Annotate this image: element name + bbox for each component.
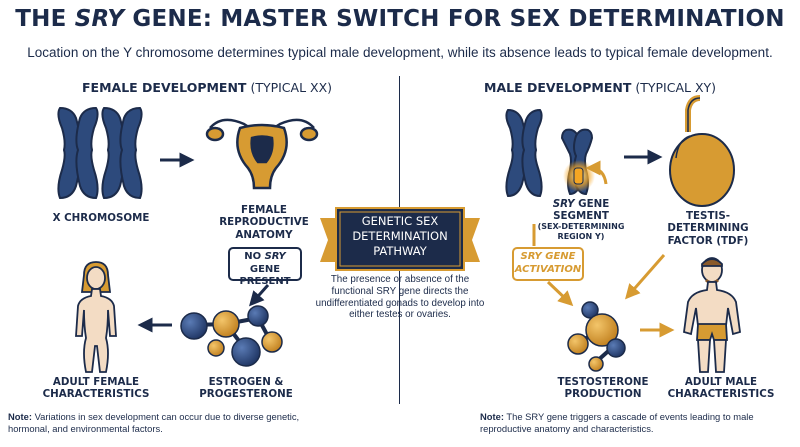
pathway-banner [320, 207, 480, 271]
x-chromosome-label: X CHROMOSOME [52, 212, 150, 224]
female-header: FEMALE DEVELOPMENT (TYPICAL XX) [82, 80, 333, 95]
hormone-molecule-icon [180, 305, 283, 367]
uterus-icon [205, 118, 319, 190]
x-chromosome-icon [57, 106, 143, 200]
pathway-description: The presence or absence of the functiona… [315, 274, 485, 321]
arrow-activation-to-testosterone [546, 280, 574, 307]
arrow-tdf-to-testosterone [625, 254, 666, 300]
estrogen-label: ESTROGEN &PROGESTERONE [199, 376, 293, 401]
male-note: Note: The SRY gene triggers a cascade of… [480, 411, 754, 434]
title-gene-name: SRY [74, 6, 125, 32]
page-title: THE SRY GENE: MASTER SWITCH FOR SEX DETE… [15, 6, 785, 32]
female-body-icon [75, 261, 117, 373]
sry-pointer-arrow [585, 160, 608, 185]
testis-icon [669, 95, 735, 207]
page-subtitle: Location on the Y chromosome determines … [27, 45, 773, 60]
testosterone-molecule-icon [567, 301, 626, 372]
arrow-badge-to-hormones [249, 284, 270, 307]
female-note: Note: Variations in sex development can … [8, 411, 300, 434]
male-body-icon [683, 257, 741, 373]
male-header: MALE DEVELOPMENT (TYPICAL XY) [484, 80, 717, 95]
y-chromosome-icon [560, 128, 595, 196]
male-x-chromosome-icon [505, 108, 543, 198]
